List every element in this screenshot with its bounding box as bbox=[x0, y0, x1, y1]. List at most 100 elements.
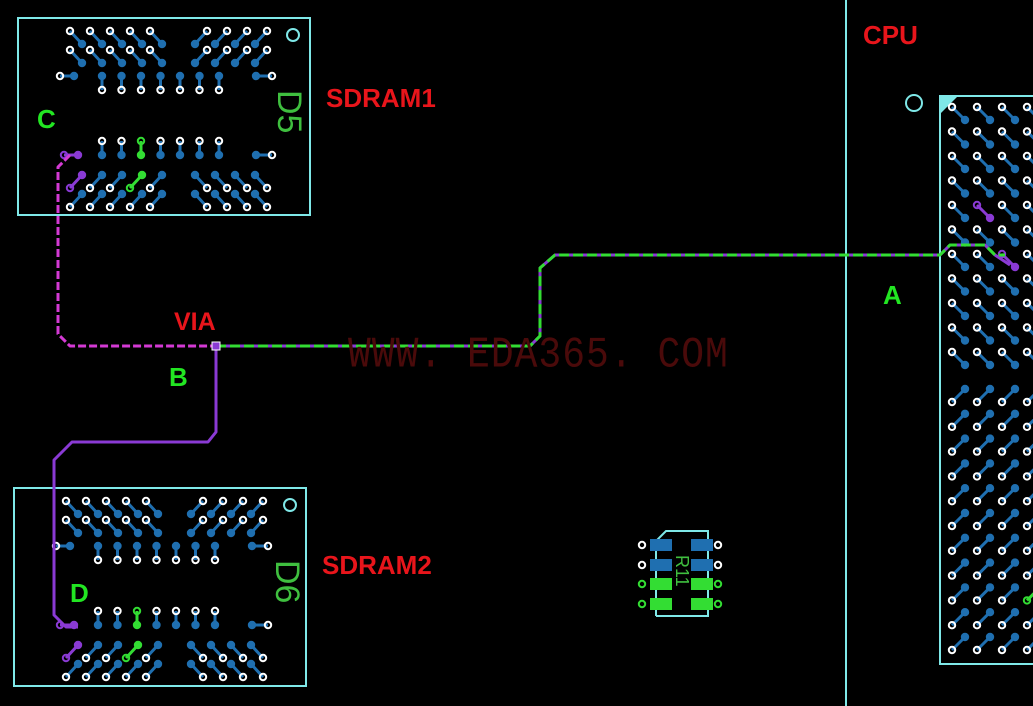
via bbox=[997, 596, 1007, 605]
ball-pad bbox=[985, 632, 995, 642]
via bbox=[238, 653, 248, 663]
ball-pad bbox=[226, 528, 236, 538]
via bbox=[218, 672, 228, 682]
ball-pad bbox=[186, 509, 196, 519]
via bbox=[141, 496, 151, 506]
ball-pad bbox=[226, 509, 236, 519]
ball-pad bbox=[190, 170, 200, 180]
ball-pad bbox=[226, 640, 236, 650]
r11-outline bbox=[655, 530, 709, 617]
via bbox=[214, 85, 224, 95]
via bbox=[997, 621, 1007, 630]
via bbox=[637, 599, 647, 609]
via bbox=[997, 200, 1007, 210]
via bbox=[1022, 571, 1032, 580]
ball-pad bbox=[251, 71, 261, 81]
via bbox=[972, 472, 982, 481]
via bbox=[81, 496, 91, 506]
ball-pad bbox=[206, 509, 216, 519]
via bbox=[972, 546, 982, 555]
ball-pad bbox=[985, 336, 995, 345]
ball-pad bbox=[210, 620, 220, 630]
via bbox=[1022, 249, 1032, 259]
ball-pad bbox=[1010, 140, 1020, 149]
ball-pad bbox=[985, 583, 995, 592]
via bbox=[242, 26, 252, 36]
ball-pad bbox=[1010, 583, 1020, 592]
via bbox=[198, 496, 208, 506]
via bbox=[972, 200, 982, 210]
ball-pad bbox=[214, 150, 224, 160]
via bbox=[65, 26, 75, 36]
ball-pad bbox=[113, 541, 122, 551]
via bbox=[175, 85, 185, 95]
smd-pad bbox=[691, 539, 713, 551]
via-label: VIA bbox=[174, 308, 216, 336]
via bbox=[156, 136, 165, 146]
ball-pad bbox=[985, 558, 995, 567]
ball-pad bbox=[1010, 632, 1020, 642]
ball-pad bbox=[210, 541, 220, 551]
ball-pad bbox=[137, 170, 147, 180]
ball-pad bbox=[132, 541, 142, 551]
via bbox=[145, 26, 155, 36]
ball-pad bbox=[251, 150, 261, 160]
ball-pad bbox=[985, 533, 995, 542]
via bbox=[145, 202, 155, 212]
via bbox=[1022, 323, 1032, 332]
ball-pad bbox=[985, 311, 995, 321]
via bbox=[1022, 497, 1032, 506]
via bbox=[81, 515, 91, 525]
ball-pad bbox=[960, 189, 970, 198]
via bbox=[242, 183, 252, 193]
via bbox=[105, 45, 115, 55]
ball-pad bbox=[230, 58, 240, 68]
via bbox=[947, 596, 957, 605]
ball-pad bbox=[960, 311, 970, 321]
via bbox=[141, 672, 151, 682]
ball-pad bbox=[171, 541, 181, 551]
ball-pad bbox=[1010, 434, 1020, 443]
ball-pad bbox=[985, 608, 995, 617]
ball-pad bbox=[77, 189, 87, 199]
via bbox=[136, 85, 146, 95]
ball-pad bbox=[960, 409, 970, 418]
ball-pad bbox=[246, 509, 256, 519]
via bbox=[113, 606, 122, 616]
ball-pad bbox=[153, 659, 163, 669]
ball-pad bbox=[77, 170, 87, 180]
via bbox=[117, 136, 126, 146]
via bbox=[191, 606, 200, 616]
via bbox=[152, 606, 161, 616]
fiducial-icon bbox=[286, 28, 300, 42]
ball-pad bbox=[152, 620, 161, 630]
via bbox=[198, 653, 208, 663]
via bbox=[1022, 151, 1032, 161]
via bbox=[121, 672, 131, 682]
ball-pad bbox=[156, 71, 165, 81]
point-d-label: D bbox=[70, 578, 89, 608]
via bbox=[947, 323, 957, 332]
smd-pad bbox=[650, 578, 672, 590]
ball-pad bbox=[133, 640, 143, 650]
ball-pad bbox=[157, 39, 167, 49]
via bbox=[997, 521, 1007, 531]
via bbox=[947, 249, 957, 259]
via bbox=[198, 515, 208, 525]
via bbox=[156, 85, 165, 95]
via bbox=[267, 150, 277, 160]
via bbox=[997, 571, 1007, 580]
ball-pad bbox=[206, 640, 216, 650]
via bbox=[637, 560, 647, 570]
ball-pad bbox=[985, 140, 995, 149]
ball-pad bbox=[175, 71, 185, 81]
ball-pad bbox=[195, 150, 204, 160]
via bbox=[81, 653, 91, 663]
via bbox=[972, 645, 982, 655]
via bbox=[101, 672, 111, 682]
ball-pad bbox=[157, 58, 167, 68]
via bbox=[93, 555, 103, 565]
ball-pad bbox=[206, 659, 216, 669]
ball-pad bbox=[250, 58, 260, 68]
